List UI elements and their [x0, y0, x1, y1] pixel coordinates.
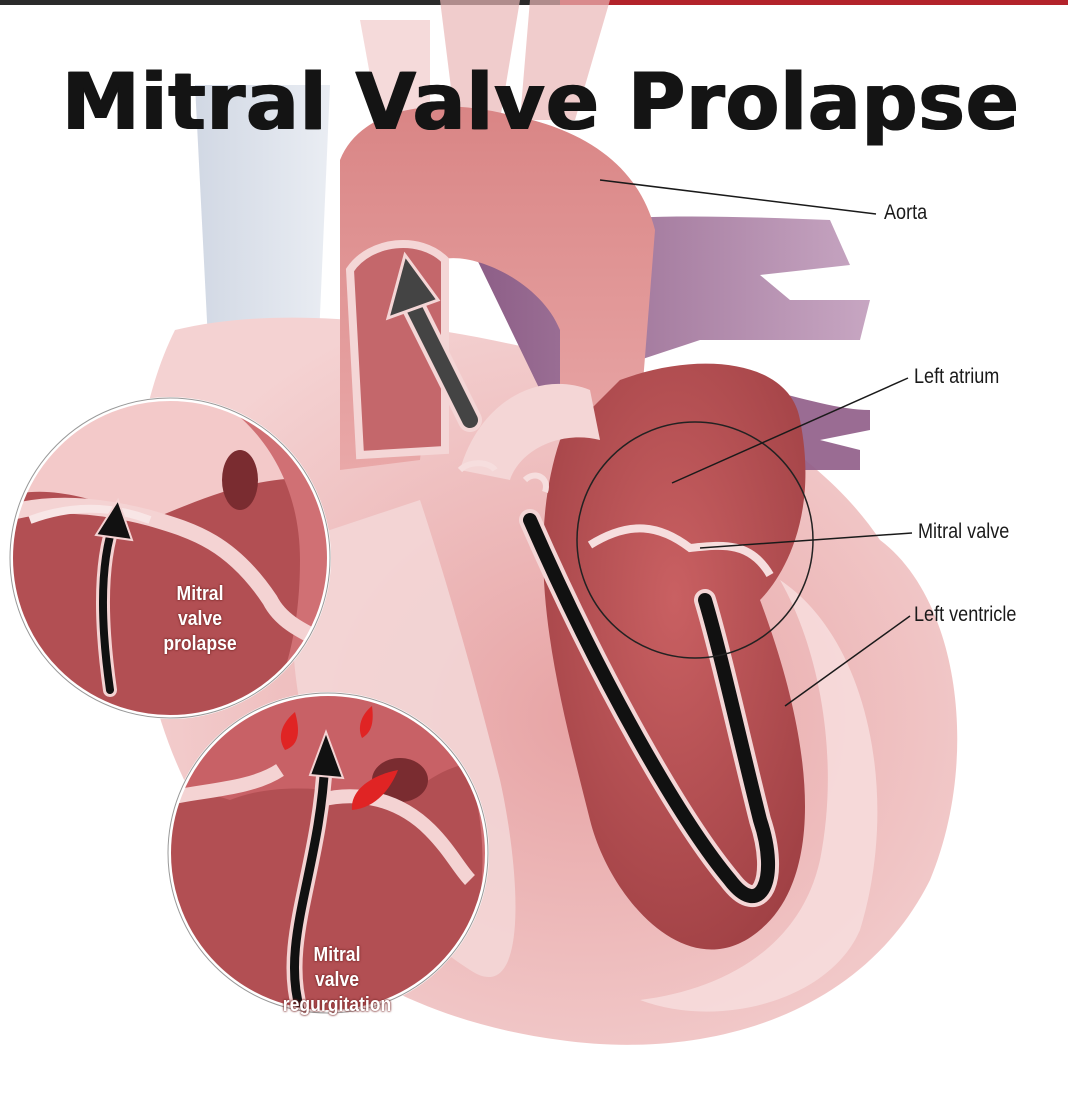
label-left-ventricle: Left ventricle	[914, 603, 1016, 627]
inset-prolapse-line-3: prolapse	[147, 632, 253, 657]
label-mitral-valve: Mitral valve	[918, 520, 1009, 544]
label-aorta: Aorta	[884, 201, 927, 225]
inset-regurgitation-line-1: Mitral	[271, 943, 403, 968]
page-title: Mitral Valve Prolapse	[62, 58, 1062, 148]
inset-label-regurgitation: Mitral valve regurgitation	[271, 943, 403, 1018]
inset-regurgitation-line-2: valve	[271, 968, 403, 993]
label-left-atrium: Left atrium	[914, 365, 999, 389]
inset-prolapse-line-1: Mitral	[147, 582, 253, 607]
inset-label-prolapse: Mitral valve prolapse	[147, 582, 253, 657]
inset-prolapse-line-2: valve	[147, 607, 253, 632]
inset-regurgitation-line-3: regurgitation	[271, 993, 403, 1018]
